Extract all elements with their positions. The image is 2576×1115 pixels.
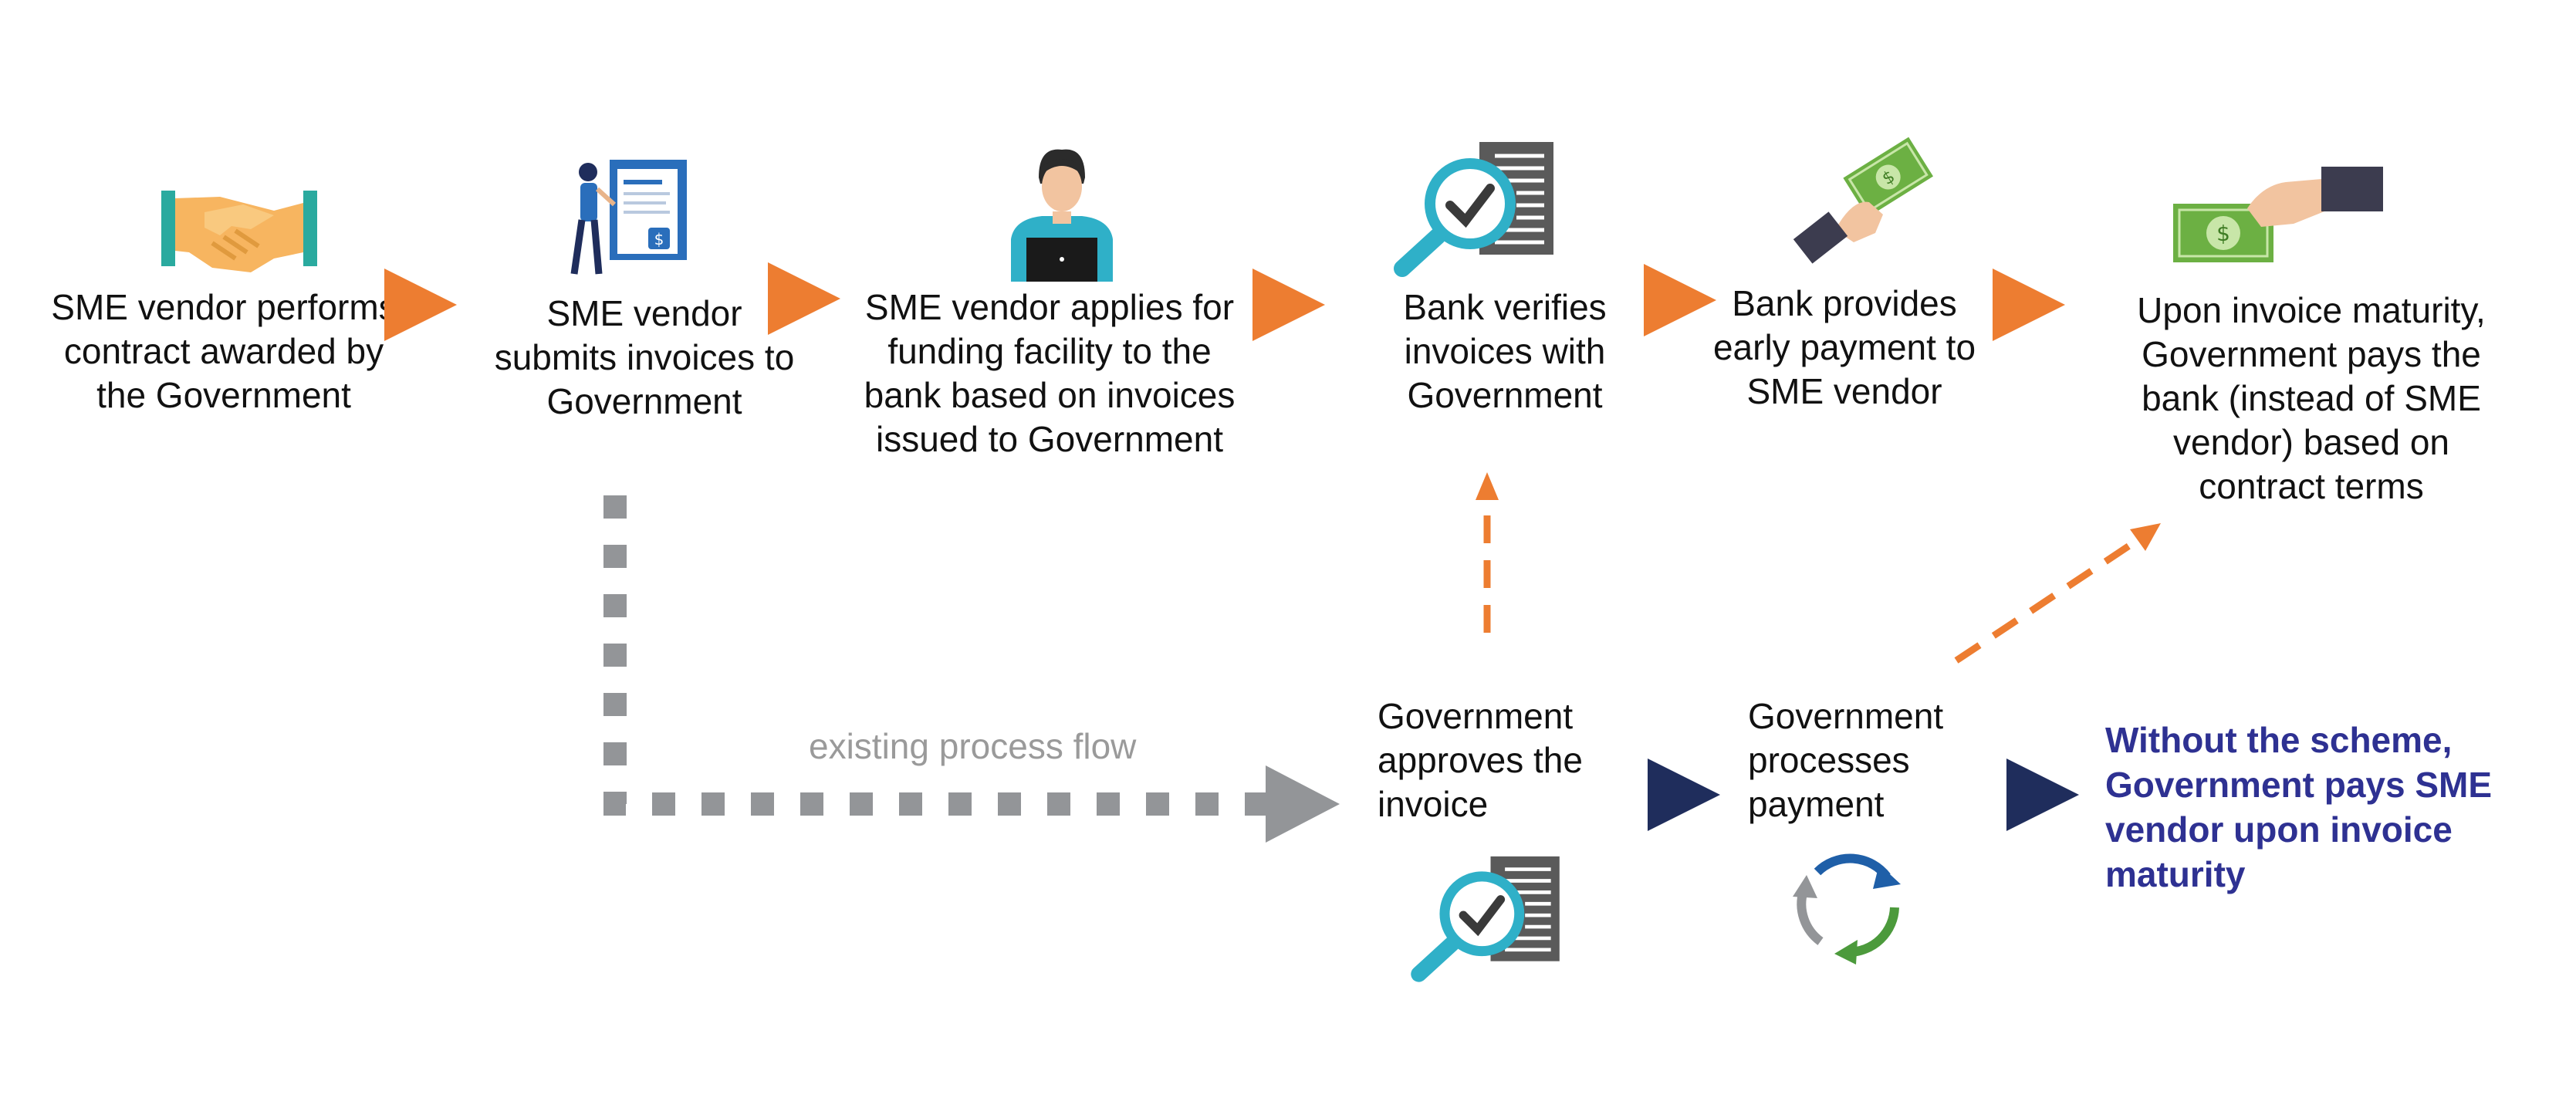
verify-document-icon	[1394, 142, 1553, 277]
flow-arrow-1	[384, 269, 457, 341]
flow-arrow-2	[768, 262, 840, 335]
step-early-payment: Bank provides early payment to SME vendo…	[1712, 283, 1976, 411]
step-invoice-maturity: Upon invoice maturity, Government pays t…	[2137, 290, 2486, 506]
without-scheme-note: Without the scheme, Government pays SME …	[2105, 720, 2493, 894]
step-perform-contract: SME vendor performs contract awarded by …	[51, 287, 397, 415]
cycle-arrows-icon	[1793, 853, 1901, 965]
flow-arrow-5	[1993, 269, 2065, 341]
hand-give-money-icon: $	[2173, 167, 2383, 262]
flow-arrow-3	[1253, 269, 1325, 341]
invoice-document-icon: $	[570, 160, 687, 275]
svg-text:$: $	[654, 230, 664, 248]
step-government-approves: Government approves the invoice	[1378, 696, 1583, 824]
hand-money-icon: $	[1793, 137, 1934, 264]
step-submit-invoices: SME vendor submits invoices to Governmen…	[494, 293, 795, 421]
navy-arrow-2	[2006, 759, 2079, 831]
navy-arrow-1	[1648, 759, 1720, 831]
svg-text:$: $	[2216, 221, 2230, 246]
handshake-icon	[161, 191, 317, 272]
flow-arrow-4	[1644, 264, 1716, 336]
verify-document-icon	[1411, 856, 1560, 982]
step-apply-funding: SME vendor applies for funding facility …	[864, 287, 1236, 459]
step-government-processes: Government processes payment	[1748, 696, 1944, 824]
step-bank-verifies: Bank verifies invoices with Government	[1403, 287, 1607, 415]
person-laptop-icon	[1011, 149, 1113, 282]
existing-process-flow-label: existing process flow	[809, 726, 1137, 766]
